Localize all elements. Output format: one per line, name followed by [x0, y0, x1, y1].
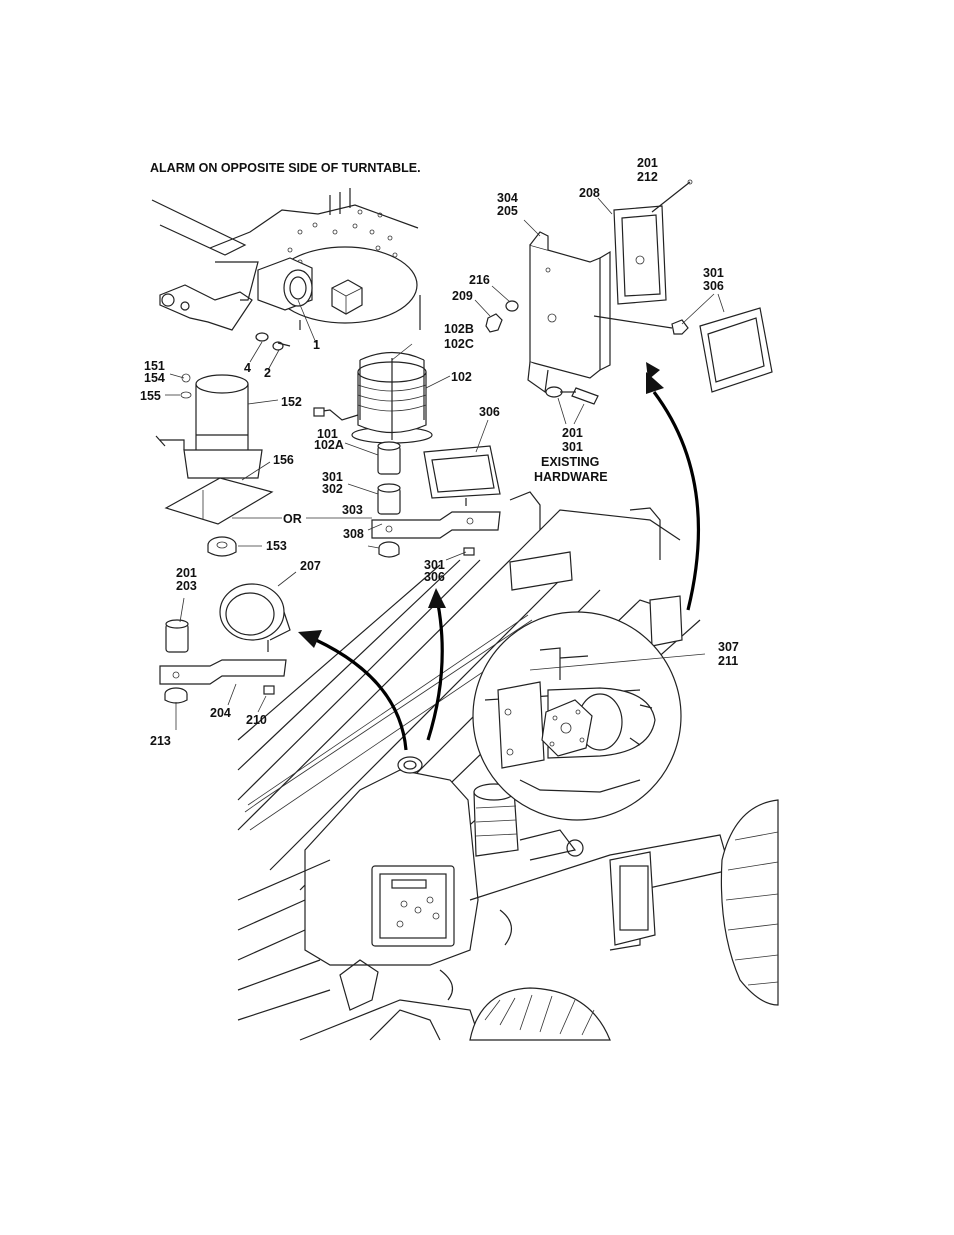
callout-201-top: 201 [637, 156, 658, 170]
spacer-301 [378, 484, 400, 514]
callout-102b: 102B [444, 322, 474, 336]
beacon-207 [220, 584, 290, 652]
callout-307: 307 [718, 640, 739, 654]
wheel-front [470, 988, 610, 1040]
nut-308 [379, 542, 399, 557]
washer-216 [506, 301, 518, 311]
hardware-201-301 [546, 387, 598, 404]
callout-209: 209 [452, 289, 473, 303]
callout-304: 304 [497, 191, 518, 205]
callout-301-right: 301 [703, 266, 724, 280]
spacer-101 [378, 442, 400, 474]
callout-102c: 102C [444, 337, 474, 351]
callout-204: 204 [210, 706, 231, 720]
callout-302: 302 [322, 482, 343, 496]
control-box [305, 757, 478, 965]
callout-205: 205 [497, 204, 518, 218]
callout-306-right: 306 [703, 279, 724, 293]
callout-216: 216 [469, 273, 490, 287]
alarm-unit-1 [258, 258, 362, 314]
screw-212 [652, 180, 692, 212]
callout-2: 2 [264, 366, 271, 380]
detail-circle [473, 612, 681, 820]
callout-102a: 102A [314, 438, 344, 452]
nut-153 [208, 537, 236, 556]
or-label: OR [283, 512, 302, 526]
callout-213: 213 [150, 734, 171, 748]
bracket-204 [160, 660, 286, 684]
callout-212: 212 [637, 170, 658, 184]
callout-201-existing: 201 [562, 426, 583, 440]
wheel-rear [721, 800, 778, 1005]
mount-plate-156 [166, 478, 272, 524]
arrow-to-rear-light [654, 392, 698, 610]
callout-153: 153 [266, 539, 287, 553]
callout-4: 4 [244, 361, 251, 375]
callout-211: 211 [718, 654, 738, 668]
callout-155: 155 [140, 389, 161, 403]
bracket-303 [372, 512, 500, 538]
callout-306-lower: 306 [424, 570, 445, 584]
callout-156: 156 [273, 453, 294, 467]
beacon-152 [156, 374, 262, 478]
nut-209 [486, 314, 502, 332]
callout-102: 102 [451, 370, 472, 384]
callout-308: 308 [343, 527, 364, 541]
housing-304 [528, 232, 610, 392]
callout-1: 1 [313, 338, 320, 352]
spacer-203 [166, 620, 188, 652]
callout-152: 152 [281, 395, 302, 409]
lens-208 [614, 206, 666, 304]
callout-203: 203 [176, 579, 197, 593]
callout-303: 303 [342, 503, 363, 517]
alarm-bracket [160, 262, 258, 330]
light-306-right [594, 308, 772, 392]
arrow-to-light-306-center [428, 604, 442, 740]
nut-210 [264, 686, 274, 694]
callout-306-center: 306 [479, 405, 500, 419]
callout-301-existing: 301 [562, 440, 583, 454]
header-note: ALARM ON OPPOSITE SIDE OF TURNTABLE. [150, 161, 421, 175]
hardware-label: HARDWARE [534, 470, 608, 484]
callout-207: 207 [300, 559, 321, 573]
callout-208: 208 [579, 186, 600, 200]
callout-201-left: 201 [176, 566, 197, 580]
existing-label: EXISTING [541, 455, 599, 469]
light-306-center [424, 446, 500, 555]
alarm-hardware [256, 333, 290, 350]
callout-154: 154 [144, 371, 165, 385]
nut-213 [165, 688, 187, 703]
callout-210: 210 [246, 713, 267, 727]
